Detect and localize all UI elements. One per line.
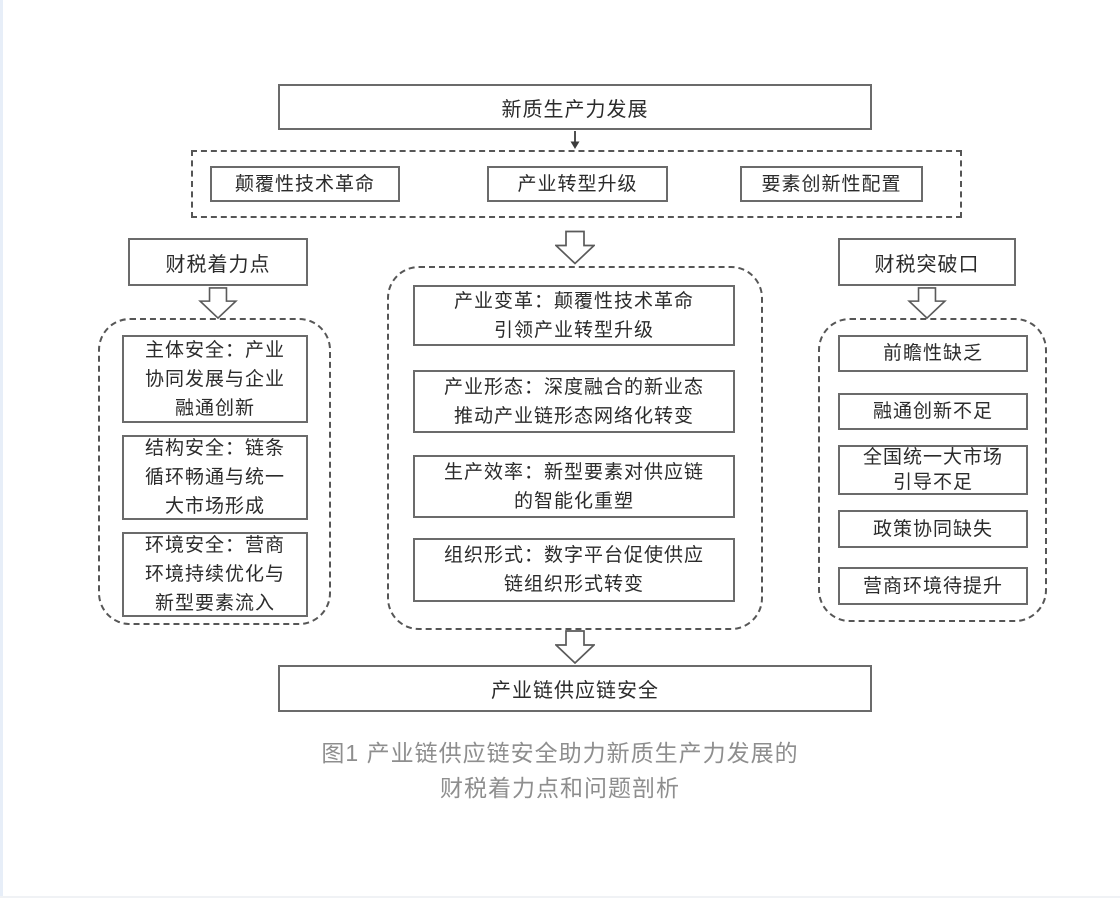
block-arrow-down-icon	[555, 630, 595, 664]
right-header-fiscal-breakthrough: 财税突破口	[838, 238, 1016, 286]
middle-panel-mechanisms	[387, 266, 763, 630]
left-item-structure-security: 结构安全：链条 循环畅通与统一 大市场形成	[122, 435, 308, 520]
middle-item-industry-form: 产业形态：深度融合的新业态 推动产业链形态网络化转变	[413, 370, 735, 433]
block-arrow-down-icon	[198, 287, 238, 319]
middle-item-organization-form: 组织形式：数字平台促使供应 链组织形式转变	[413, 538, 735, 602]
left-panel-security-focus	[98, 318, 331, 625]
drivers-panel	[191, 150, 962, 218]
right-item-integration-innovation: 融通创新不足	[838, 393, 1028, 430]
figure-caption: 图1 产业链供应链安全助力新质生产力发展的 财税着力点和问题剖析	[321, 740, 799, 801]
left-item-subject-security: 主体安全：产业 协同发展与企业 融通创新	[122, 335, 308, 423]
driver-box-industry-upgrade: 产业转型升级	[487, 166, 668, 202]
page-left-edge	[0, 0, 3, 898]
right-item-foresight-lacking: 前瞻性缺乏	[838, 335, 1028, 372]
bottom-node-supply-chain-security: 产业链供应链安全	[278, 665, 872, 712]
right-item-unified-market: 全国统一大市场 引导不足	[838, 445, 1028, 495]
left-header-fiscal-focus: 财税着力点	[128, 238, 308, 286]
top-node-new-quality-productivity: 新质生产力发展	[278, 84, 872, 130]
right-panel-problems	[818, 318, 1047, 622]
block-arrow-down-icon	[555, 230, 595, 265]
middle-item-industry-change: 产业变革：颠覆性技术革命 引领产业转型升级	[413, 285, 735, 346]
block-arrow-down-icon	[907, 287, 947, 319]
down-arrow-icon	[570, 131, 580, 149]
middle-item-production-efficiency: 生产效率：新型要素对供应链 的智能化重塑	[413, 455, 735, 518]
left-item-environment-security: 环境安全：营商 环境持续优化与 新型要素流入	[122, 532, 308, 617]
driver-box-factor-allocation: 要素创新性配置	[740, 166, 923, 202]
driver-box-disruptive-tech: 颠覆性技术革命	[210, 166, 400, 202]
page-bottom-edge	[0, 896, 1120, 898]
right-item-policy-coordination: 政策协同缺失	[838, 510, 1028, 548]
right-item-business-environment: 营商环境待提升	[838, 567, 1028, 605]
